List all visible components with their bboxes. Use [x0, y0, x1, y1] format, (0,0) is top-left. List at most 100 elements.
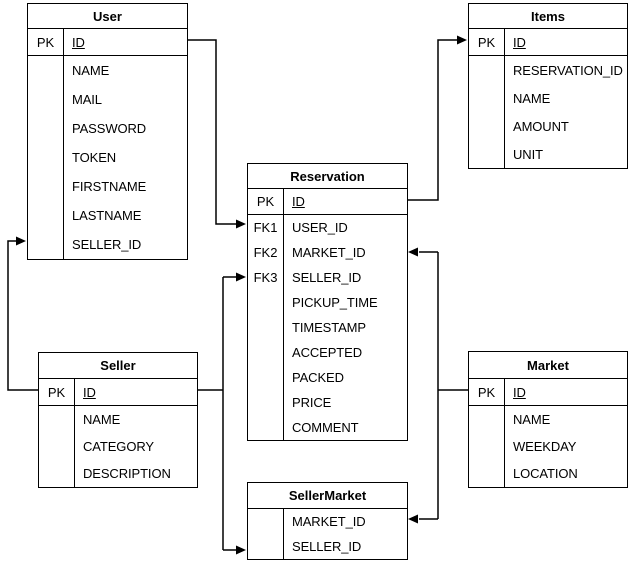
entity-attribute-row: PRICE — [248, 390, 407, 415]
attribute-name: TOKEN — [72, 150, 117, 165]
attribute-name: MAIL — [72, 92, 102, 107]
fk-badge: FK3 — [248, 265, 284, 290]
arrowhead-into-sellermarket-market-id — [408, 514, 418, 524]
key-cell-empty — [248, 315, 284, 340]
entity-attribute-row: LOCATION — [469, 460, 627, 487]
key-cell-empty — [469, 56, 505, 84]
connector-reservation-to-items — [407, 39, 457, 201]
entity-attribute-row: NAME — [469, 84, 627, 112]
attribute-name: SELLER_ID — [292, 270, 362, 285]
key-cell-empty — [248, 340, 284, 365]
arrowhead-into-reservation-market-id — [408, 247, 418, 257]
key-cell-empty — [248, 365, 284, 390]
arrowhead-into-reservation-seller-id — [236, 272, 246, 282]
attribute-name: PASSWORD — [72, 121, 147, 136]
entity-attribute-row: PASSWORD — [28, 114, 187, 143]
pk-badge: PK — [469, 379, 505, 405]
entity-attribute-row: NAME — [39, 406, 197, 433]
key-cell-empty — [469, 140, 505, 168]
attribute-name: ID — [513, 384, 526, 400]
entity-rows-market: PK ID NAME WEEKDAY LOCATION — [469, 379, 627, 487]
entity-attribute-row: PICKUP_TIME — [248, 290, 407, 315]
key-cell-empty — [28, 201, 64, 230]
entity-attribute-row: CATEGORY — [39, 433, 197, 460]
entity-title-market: Market — [469, 352, 627, 379]
attribute-name: NAME — [513, 90, 551, 106]
attribute-name: SELLER_ID — [292, 539, 362, 554]
key-cell-empty — [469, 84, 505, 112]
attribute-name: NAME — [83, 412, 121, 427]
entity-attribute-row: LASTNAME — [28, 201, 187, 230]
entity-attribute-row: RESERVATION_ID — [469, 56, 627, 84]
attribute-name: FIRSTNAME — [72, 179, 147, 194]
entity-attribute-row: MARKET_ID — [248, 509, 407, 534]
key-cell-empty — [248, 509, 284, 534]
pk-badge: PK — [39, 379, 75, 405]
attribute-name: DESCRIPTION — [83, 466, 171, 481]
entity-title-items: Items — [469, 4, 627, 29]
entity-title-reservation: Reservation — [248, 164, 407, 189]
connector-seller-to-user — [7, 240, 38, 391]
entity-attribute-row: ACCEPTED — [248, 340, 407, 365]
fk-badge: FK2 — [248, 240, 284, 265]
key-cell-empty — [469, 112, 505, 140]
attribute-name: USER_ID — [292, 220, 348, 235]
attribute-name: NAME — [513, 412, 551, 427]
pk-badge: PK — [28, 29, 64, 55]
fk-badge: FK1 — [248, 215, 284, 240]
connector-user-to-reservation — [188, 39, 236, 225]
attribute-name: ACCEPTED — [292, 345, 362, 360]
attribute-name: LOCATION — [513, 466, 578, 481]
entity-attribute-row: NAME — [28, 56, 187, 85]
key-cell-empty — [28, 85, 64, 114]
attribute-name: LASTNAME — [72, 208, 142, 223]
entity-attribute-row: FIRSTNAME — [28, 172, 187, 201]
key-cell-empty — [248, 415, 284, 440]
entity-attribute-row: UNIT — [469, 140, 627, 168]
entity-attribute-row: TOKEN — [28, 143, 187, 172]
attribute-name: ID — [292, 194, 305, 209]
arrowhead-into-items-id — [457, 35, 467, 45]
entity-attribute-row: MAIL — [28, 85, 187, 114]
key-cell-empty — [248, 534, 284, 559]
attribute-name: WEEKDAY — [513, 439, 577, 454]
attribute-name: PACKED — [292, 370, 344, 385]
key-cell-empty — [39, 433, 75, 460]
attribute-name: MARKET_ID — [292, 245, 366, 260]
entity-attribute-row: PACKED — [248, 365, 407, 390]
entity-market[interactable]: Market PK ID NAME WEEKDAY LOCATION — [468, 351, 628, 488]
attribute-name: AMOUNT — [513, 118, 569, 134]
entity-attribute-row: SELLER_ID — [248, 534, 407, 559]
key-cell-empty — [28, 172, 64, 201]
attribute-name: TIMESTAMP — [292, 320, 366, 335]
key-cell-empty — [28, 114, 64, 143]
entity-attribute-row: AMOUNT — [469, 112, 627, 140]
entity-attribute-row: WEEKDAY — [469, 433, 627, 460]
key-cell-empty — [28, 230, 64, 259]
key-cell-empty — [469, 406, 505, 433]
arrowhead-into-user-seller-id — [16, 236, 26, 246]
key-cell-empty — [469, 460, 505, 487]
key-cell-empty — [469, 433, 505, 460]
entity-attribute-row: TIMESTAMP — [248, 315, 407, 340]
key-cell-empty — [248, 390, 284, 415]
entity-attribute-row: FK2 MARKET_ID — [248, 240, 407, 265]
arrowhead-into-sellermarket-seller-id — [236, 545, 246, 555]
key-cell-empty — [28, 143, 64, 172]
attribute-name: NAME — [72, 63, 110, 78]
entity-attribute-row: PK ID — [469, 379, 627, 406]
entity-attribute-row: COMMENT — [248, 415, 407, 440]
